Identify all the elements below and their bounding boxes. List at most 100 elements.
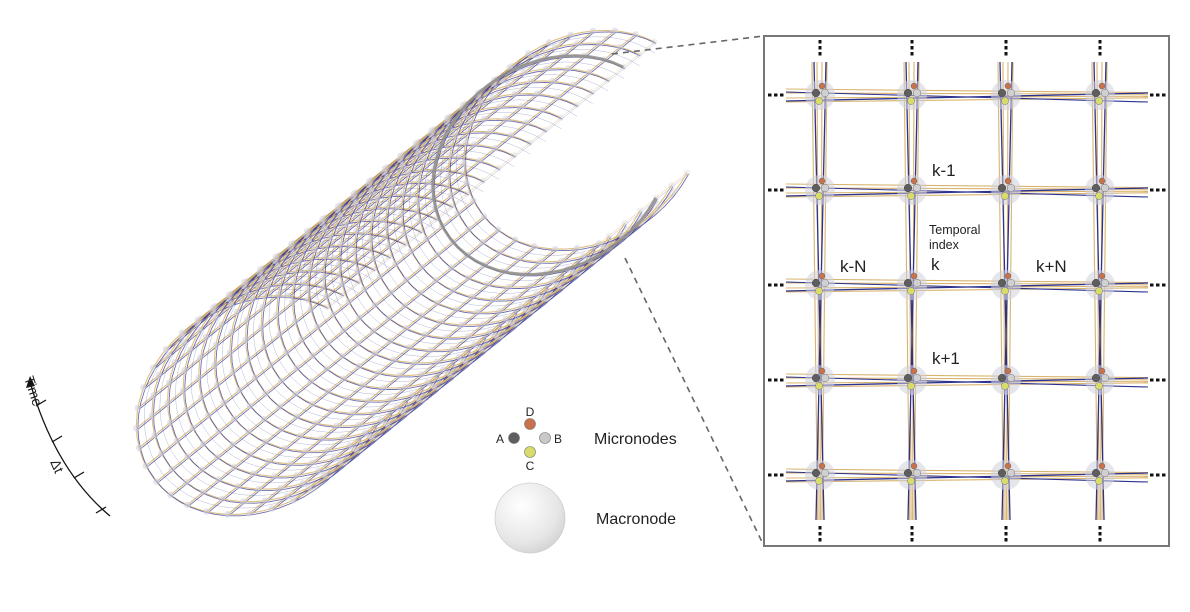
macronode-halo [250,470,257,477]
micronode-b [1006,88,1016,98]
lattice-strand [145,200,474,467]
lattice-strand [265,30,594,297]
ellipsis-dot [818,538,822,542]
macronode-halo [396,156,404,164]
macronode-halo [321,471,328,479]
micronode-c [907,382,915,390]
macronode-halo [355,314,363,321]
macronode-halo [289,298,296,306]
macronode-halo [549,277,556,285]
micronode-b [1006,468,1016,478]
macronode-halo [236,386,243,394]
ellipsis-dot [1004,52,1008,56]
lattice-strand [228,249,557,516]
macronode-halo [171,359,179,366]
macronode-halo [360,285,368,293]
macronode-halo [464,333,472,340]
macronode-halo [193,320,201,328]
macronode-halo [260,343,268,351]
ellipsis-dot [774,93,778,97]
macronode-halo [371,301,379,309]
macronode-halo [389,182,397,189]
lattice-strand [288,31,617,298]
label-temporal: Temporal [929,223,980,237]
macronode-halo [234,482,242,490]
macronode-halo [196,326,204,334]
macronode-halo [215,476,222,484]
macronode-halo [195,374,203,382]
lattice-diagonal [237,213,456,433]
macronode-halo [570,269,578,277]
ellipsis-dot [1156,188,1160,192]
macronode-halo [354,340,361,347]
macronode-halo [448,202,455,210]
macronode-halo [355,362,363,370]
macronode-halo [574,40,581,47]
micronode-d [1098,272,1106,280]
macronode-halo [276,403,283,410]
macronode-halo [580,252,588,260]
ellipsis-dot [780,283,784,287]
micronode-b [1100,373,1110,383]
micronode-b [1100,183,1110,193]
ellipsis-dot [1098,52,1102,56]
macronode-halo [617,231,625,239]
macronode-halo [464,274,472,281]
time-arrow-head [26,376,35,388]
macronode-halo [304,286,312,293]
macronode-halo [539,294,547,302]
micronode-d [818,462,826,470]
macronode-halo [299,480,307,487]
macronode [805,80,835,110]
lattice-strand [157,217,486,484]
macronode-halo [505,283,512,291]
macronode-halo [211,361,218,369]
lattice-ring [465,31,689,252]
micronode-b [1006,373,1016,383]
macronode-halo [402,324,409,332]
ellipsis-dot [1004,40,1008,44]
macronode-halo [321,253,329,260]
macronode-halo [226,349,234,356]
macronode-halo [231,415,238,422]
micronode-d [1098,462,1106,470]
lattice-strand [136,162,465,429]
lattice-diagonal [221,225,440,446]
highlighted-ring [431,54,658,276]
macronode-halo [315,467,322,474]
ellipsis-dot [1162,473,1166,477]
micronode-c [1001,382,1009,390]
macronode-halo [465,225,472,233]
lattice-diagonal [346,124,565,345]
micronode-d [1098,82,1106,90]
macronode-halo [246,402,254,410]
micronode-c [524,446,536,458]
macronode-halo [353,227,360,235]
macronode-halo [437,318,444,326]
macronode-halo [414,395,422,403]
micronode-a [811,88,821,98]
macronode-halo [245,428,252,436]
macronode-halo [135,444,143,452]
macronode-halo [153,478,160,486]
ellipsis-dot [768,378,772,382]
macronode-halo [471,341,478,348]
macronode-halo [458,321,465,329]
macronode-halo [449,345,456,353]
macronode-halo [312,419,320,427]
micronode-b [820,183,830,193]
micronode-a [903,88,913,98]
macronode-halo [274,263,282,271]
macronode-halo [361,229,369,237]
macronode-halo [246,510,253,517]
ellipsis-dot [1004,46,1008,50]
lattice-strand [137,142,466,409]
micronode-d [1004,272,1012,280]
macronode-halo [651,38,658,46]
macronode-halo [165,351,172,359]
macronode-halo [213,453,221,461]
macronode-halo [454,209,462,217]
macronode-halo [455,153,463,161]
macronode-halo [148,412,156,420]
lattice-strand [244,35,573,302]
